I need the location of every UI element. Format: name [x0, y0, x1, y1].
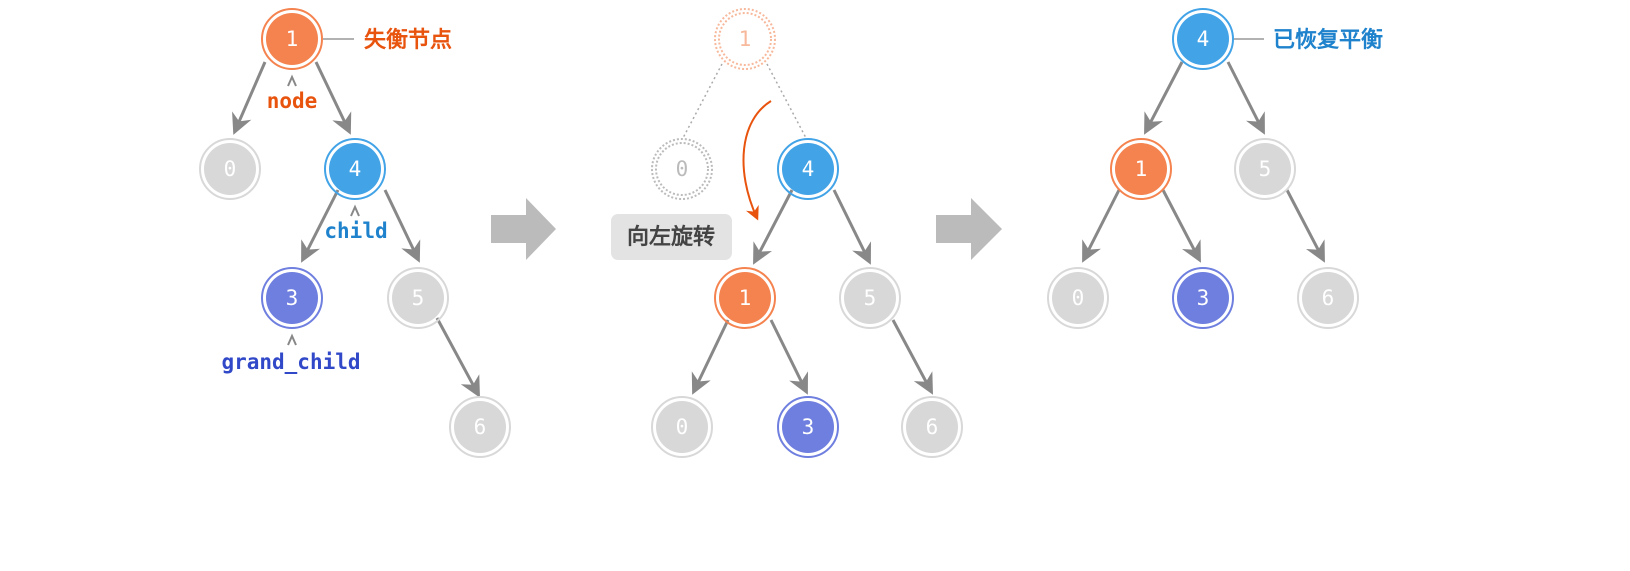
transition-arrow-icon [491, 198, 556, 260]
svg-text:0: 0 [676, 415, 689, 439]
tree-node: 0 [199, 138, 261, 200]
svg-text:5: 5 [412, 286, 425, 310]
edge-4-3 [301, 189, 340, 263]
tree-node: 6 [449, 396, 511, 458]
tree-node: 3 [261, 267, 323, 329]
edge-4-5 [1226, 61, 1265, 135]
edge-4-1 [753, 189, 794, 265]
svg-text:4: 4 [1197, 27, 1210, 51]
left-tree: 1 0 4 3 5 6 [199, 8, 511, 458]
faded-tree-node: 1 [714, 8, 776, 70]
edge-4-1 [1144, 61, 1184, 135]
svg-text:5: 5 [1259, 157, 1272, 181]
rotate-label-box [611, 214, 732, 260]
svg-text:6: 6 [926, 415, 939, 439]
svg-text:6: 6 [474, 415, 487, 439]
tree-node: 5 [387, 267, 449, 329]
tree-node: 0 [1047, 267, 1109, 329]
tree-node: 4 [777, 138, 839, 200]
edge-1-3 [1161, 189, 1201, 263]
tree-node: 6 [1297, 267, 1359, 329]
svg-text:5: 5 [864, 286, 877, 310]
svg-text:4: 4 [802, 157, 815, 181]
svg-text:0: 0 [676, 157, 689, 181]
svg-text:1: 1 [1135, 157, 1148, 181]
tree-node: 4 [324, 138, 386, 200]
svg-text:0: 0 [224, 157, 237, 181]
faded-tree-node: 0 [651, 138, 713, 200]
tree-node: 5 [1234, 138, 1296, 200]
edge-4-5 [832, 189, 871, 265]
unbalanced-node-label: 失衡节点 [364, 27, 452, 53]
tree-node: 3 [777, 396, 839, 458]
svg-text:0: 0 [1072, 286, 1085, 310]
svg-text:3: 3 [286, 286, 299, 310]
right-tree: 4 1 5 0 3 6 已恢复 [1047, 8, 1383, 329]
edge-faded-1-4 [766, 63, 807, 139]
edge-1-4 [314, 61, 352, 135]
tree-node: 6 [901, 396, 963, 458]
balanced-label: 已恢复平衡 [1273, 27, 1383, 53]
svg-text:1: 1 [286, 27, 299, 51]
middle-tree: 1 0 向左旋转 4 1 [611, 8, 963, 458]
edge-4-5 [383, 189, 421, 263]
svg-text:4: 4 [349, 157, 362, 181]
tree-node: 1 [1110, 138, 1172, 200]
svg-text:3: 3 [1197, 286, 1210, 310]
node-pointer-icon [287, 74, 297, 87]
edge-1-0 [232, 61, 267, 135]
grand-child-pointer-icon [287, 333, 297, 346]
rotate-left-label: 向左旋转 [627, 224, 715, 250]
edge-faded-1-0 [682, 63, 723, 139]
tree-node: 1 [714, 267, 776, 329]
node-label: node [267, 89, 318, 113]
svg-text:6: 6 [1322, 286, 1335, 310]
child-label: child [324, 219, 387, 243]
transition-arrow-icon [936, 198, 1002, 260]
tree-node: 1 [261, 8, 323, 70]
grand-child-label: grand_child [221, 350, 360, 374]
edge-5-6 [435, 317, 480, 398]
svg-text:1: 1 [739, 27, 752, 51]
tree-node: 4 [1172, 8, 1234, 70]
tree-node: 5 [839, 267, 901, 329]
svg-text:3: 3 [802, 415, 815, 439]
edge-1-0 [691, 319, 730, 395]
edge-5-6 [891, 319, 933, 395]
edge-1-3 [769, 319, 808, 395]
child-pointer-icon [350, 204, 360, 217]
rotation-arrow-icon [742, 100, 772, 221]
tree-node: 3 [1172, 267, 1234, 329]
tree-node: 0 [651, 396, 713, 458]
edge-1-0 [1082, 189, 1121, 263]
svg-text:1: 1 [739, 286, 752, 310]
edge-5-6 [1285, 189, 1325, 263]
